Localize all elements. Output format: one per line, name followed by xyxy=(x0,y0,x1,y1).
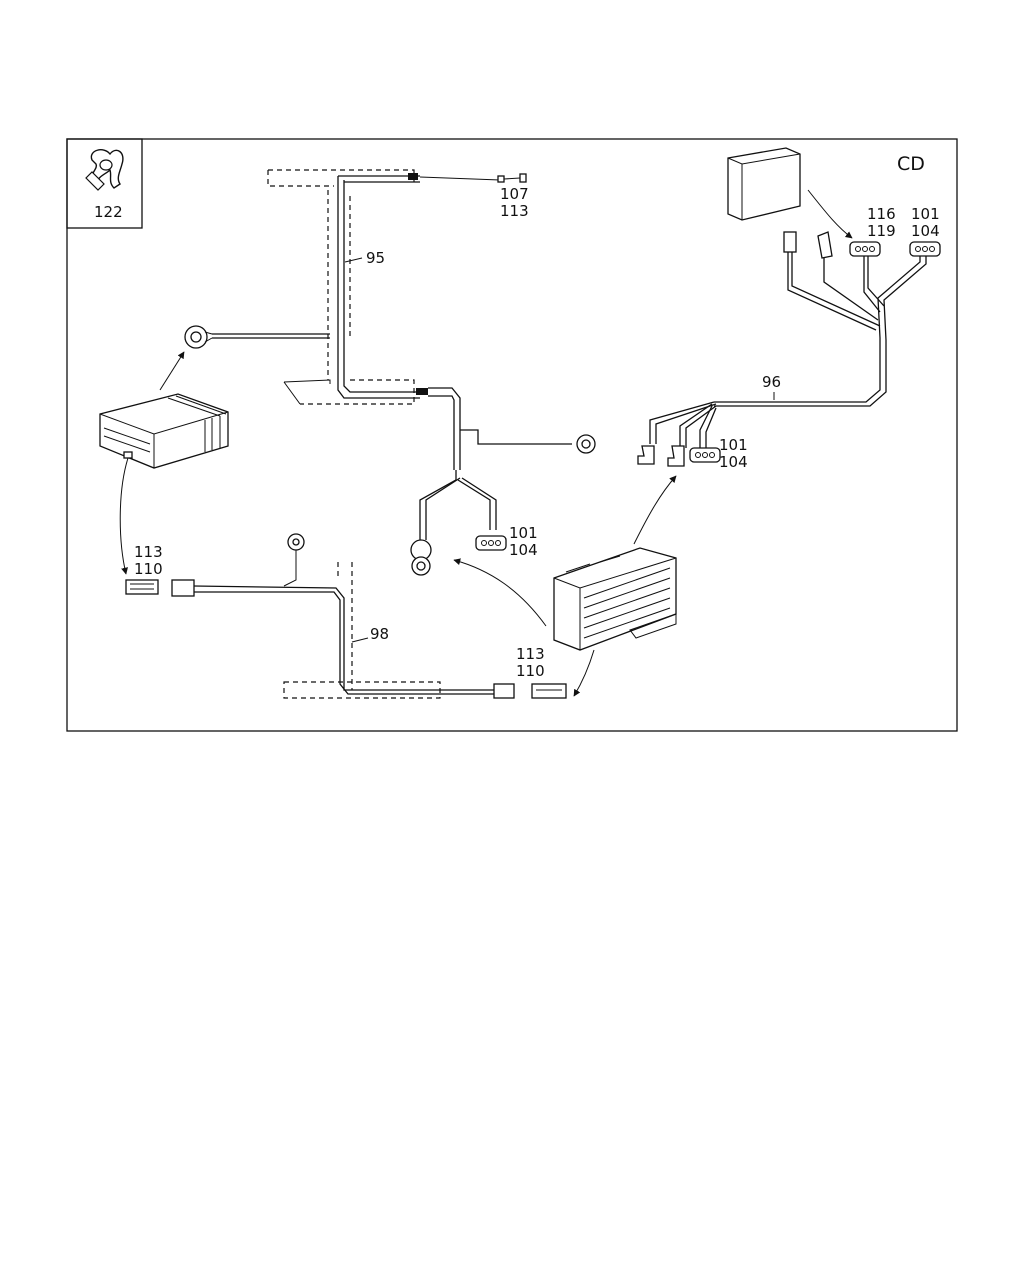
callout-110-bottom: 110 xyxy=(516,662,545,680)
cable-clip-icon xyxy=(85,149,124,191)
callout-119: 119 xyxy=(867,222,896,240)
inset-label: 122 xyxy=(94,203,123,221)
callout-104-midright: 104 xyxy=(719,453,748,471)
callout-104-right: 104 xyxy=(911,222,940,240)
diagram-frame xyxy=(66,138,958,732)
harness-98 xyxy=(125,533,567,699)
callout-110-left: 110 xyxy=(134,560,163,578)
callout-107: 107 xyxy=(500,185,529,203)
callout-96: 96 xyxy=(762,373,781,391)
callout-113-left: 113 xyxy=(134,543,163,561)
callout-101-right: 101 xyxy=(911,205,940,223)
callout-98: 98 xyxy=(370,625,389,643)
callout-101-mid: 101 xyxy=(509,524,538,542)
callout-104-mid: 104 xyxy=(509,541,538,559)
harness-96 xyxy=(637,231,941,467)
harness-95 xyxy=(184,169,596,576)
callout-116: 116 xyxy=(867,205,896,223)
cd-changer xyxy=(727,147,801,221)
callout-95: 95 xyxy=(366,249,385,267)
callout-113-bottom: 113 xyxy=(516,645,545,663)
callout-101-midright: 101 xyxy=(719,436,748,454)
clip-inset: 122 xyxy=(66,138,143,229)
frame-label-cd: CD xyxy=(897,153,925,175)
radio-unit xyxy=(99,393,229,469)
callout-113-top: 113 xyxy=(500,202,529,220)
amplifier-unit xyxy=(553,547,677,651)
